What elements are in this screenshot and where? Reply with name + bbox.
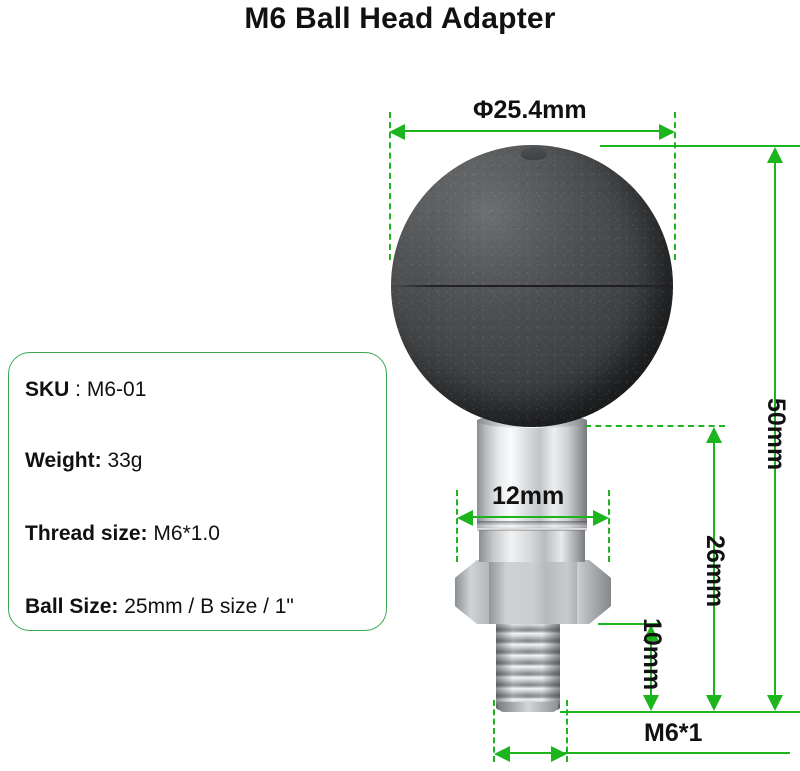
spec-value-thread-size: M6*1.0 [153,522,220,545]
rubber-ball-head [391,145,673,427]
thread-length-arrow-up [643,625,659,641]
ball-diameter-dimension-line [400,130,664,132]
chrome-shaft-groove [477,521,587,531]
spec-row-sku: SKU : M6-01 [25,379,375,400]
shaft-diameter-label: 12mm [492,482,565,510]
spec-key-sku: SKU [25,378,70,401]
thread-length-top-reference-line [598,623,660,625]
spec-row-ball-size: Ball Size: 25mm / B size / 1" [25,596,375,617]
thread-spec-dimension-line [500,752,790,754]
screw-left-extension-line [493,700,495,762]
upper-height-arrow-down [706,695,722,711]
ball-diameter-arrow-left [389,124,405,140]
ball-seam-line [391,285,673,287]
spec-card: SKU : M6-01 Weight: 33g Thread size: M6*… [8,352,387,631]
total-height-label: 50mm [762,398,790,471]
thread-spec-arrow-left [494,746,510,762]
upper-height-dimension-line [713,433,715,703]
thread-spec-arrow-right [551,746,567,762]
spec-key-thread-size: Thread size: [25,522,148,545]
threaded-screw-tip [498,702,558,712]
spec-key-ball-size: Ball Size: [25,595,119,618]
thread-spec-label: M6*1 [644,719,703,747]
screw-right-extension-line [566,700,568,762]
spec-value-weight: 33g [107,449,143,472]
total-height-top-reference-line [600,145,800,147]
spec-row-thread-size: Thread size: M6*1.0 [25,523,375,544]
hex-nut-front-facet [489,560,577,624]
shaft-diameter-dimension-line [468,516,600,518]
spec-row-weight: Weight: 33g [25,450,375,471]
upper-height-top-reference-line [585,425,725,427]
spec-key-weight: Weight: [25,449,102,472]
shaft-diameter-arrow-right [593,510,609,526]
shaft-right-extension-line [608,490,610,562]
total-height-dimension-line [774,155,776,703]
thread-length-arrow-down [643,695,659,711]
ball-top-nub [520,147,547,160]
chrome-shaft [477,420,587,528]
spec-sep-sku: : [69,378,87,401]
threaded-screw-shading [496,622,560,710]
hex-nut [455,560,611,624]
spec-value-sku: M6-01 [86,378,147,401]
ball-right-extension-line [674,112,676,260]
shaft-diameter-arrow-left [457,510,473,526]
spec-list: SKU : M6-01 Weight: 33g Thread size: M6*… [25,367,375,617]
ball-diameter-label: Φ25.4mm [473,96,587,124]
upper-height-label: 26mm [701,535,729,608]
bottom-baseline [560,711,800,713]
chrome-shaft-lower [479,530,585,562]
shaft-left-extension-line [456,490,458,562]
thread-length-dimension-line [650,631,652,703]
total-height-arrow-up [767,147,783,163]
upper-height-arrow-up [706,427,722,443]
page-title: M6 Ball Head Adapter [244,2,556,35]
ball-diameter-arrow-right [659,124,675,140]
thread-length-label: 10mm [638,618,666,691]
total-height-arrow-down [767,695,783,711]
spec-value-ball-size: 25mm / B size / 1" [124,595,294,618]
ball-left-extension-line [389,112,391,260]
